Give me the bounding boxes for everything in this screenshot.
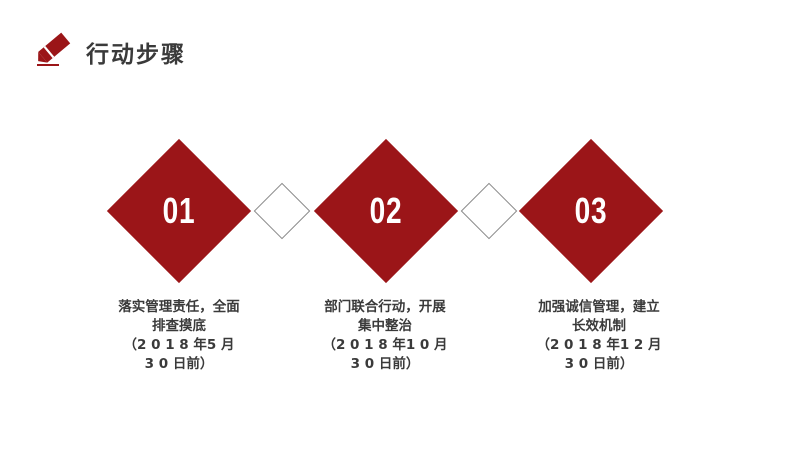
outline-diamond-icon	[253, 182, 311, 240]
outline-diamond-icon	[460, 182, 518, 240]
step-2-number: 02	[369, 190, 403, 231]
step-1-title-line-1: 落实管理责任，全面	[118, 299, 240, 315]
step-2-date-line-1: （2 0 1 8 年1 0 月	[322, 337, 448, 353]
step-1-title-line-2: 排查摸底	[152, 318, 206, 334]
step-3-date-line-1: （2 0 1 8 年1 2 月	[536, 337, 662, 353]
step-2-date-line-2: 3 0 日前）	[350, 356, 420, 372]
step-3-date-line-2: 3 0 日前）	[564, 356, 634, 372]
step-2-description: 部门联合行动，开展 集中整治 （2 0 1 8 年1 0 月 3 0 日前）	[285, 298, 485, 374]
step-1-description: 落实管理责任，全面 排查摸底 （2 0 1 8 年5 月 3 0 日前）	[79, 298, 279, 374]
eraser-icon	[37, 32, 71, 66]
step-1-date-line-1: （2 0 1 8 年5 月	[123, 337, 235, 353]
step-3-number: 03	[574, 190, 608, 231]
step-1-date-line-2: 3 0 日前）	[144, 356, 214, 372]
step-3-description: 加强诚信管理，建立 长效机制 （2 0 1 8 年1 2 月 3 0 日前）	[499, 298, 699, 374]
page-title: 行动步骤	[86, 42, 186, 68]
step-3-title-line-2: 长效机制	[572, 318, 626, 334]
step-2-title-line-2: 集中整治	[358, 318, 412, 334]
step-1-number: 01	[162, 190, 196, 231]
step-2-title-line-1: 部门联合行动，开展	[324, 299, 446, 315]
step-3-title-line-1: 加强诚信管理，建立	[538, 299, 660, 315]
